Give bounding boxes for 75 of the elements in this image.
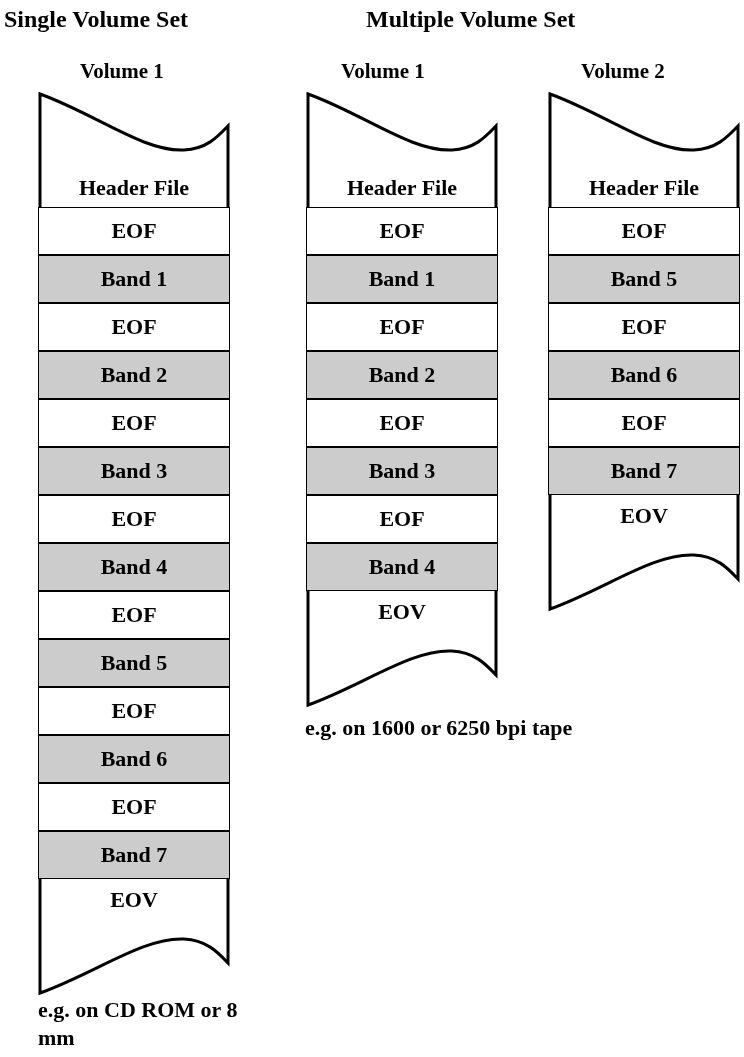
column-heading: Volume 1 [80, 58, 164, 85]
tape-end-segment [38, 879, 230, 995]
segment-label: Band 3 [368, 458, 436, 484]
file-mark-block [548, 399, 740, 447]
segment-label: EOV [377, 599, 427, 625]
file-mark-block [306, 303, 498, 351]
column-heading: Volume 2 [581, 58, 665, 85]
segment-label: EOF [621, 410, 667, 436]
segment-label: Header File [345, 175, 459, 201]
caption: e.g. on 1600 or 6250 bpi tape [305, 714, 573, 742]
segment-label: Band 1 [100, 266, 168, 292]
band-block [306, 255, 498, 303]
band-block [548, 351, 740, 399]
file-mark-block [306, 207, 498, 255]
tape-end-segment [306, 591, 498, 707]
segment-label: EOF [111, 506, 157, 532]
file-mark-block [548, 207, 740, 255]
tape-start-segment [548, 92, 740, 207]
band-block [38, 543, 230, 591]
segment-label: EOF [111, 218, 157, 244]
band-block [38, 255, 230, 303]
band-block [38, 639, 230, 687]
band-block [306, 447, 498, 495]
segment-label: Band 6 [610, 362, 678, 388]
segment-label: Band 4 [368, 554, 436, 580]
band-block [38, 831, 230, 879]
segment-label: Header File [587, 175, 701, 201]
segment-label: EOF [111, 410, 157, 436]
band-block [38, 735, 230, 783]
segment-label: Band 3 [100, 458, 168, 484]
band-block [548, 447, 740, 495]
column-heading: Volume 1 [341, 58, 425, 85]
tape-start-segment [306, 92, 498, 207]
file-mark-block [306, 399, 498, 447]
file-mark-block [306, 495, 498, 543]
segment-label: Header File [77, 175, 191, 201]
segment-label: EOF [379, 410, 425, 436]
band-block [306, 543, 498, 591]
segment-label: EOV [619, 503, 669, 529]
caption: e.g. on CD ROM or 8 mm [38, 996, 239, 1051]
file-mark-block [38, 591, 230, 639]
band-block [38, 351, 230, 399]
file-mark-block [38, 783, 230, 831]
tape-start-segment [38, 92, 230, 207]
segment-label: EOF [111, 794, 157, 820]
segment-label: Band 5 [100, 650, 168, 676]
segment-label: EOF [111, 698, 157, 724]
segment-label: EOF [621, 314, 667, 340]
segment-label: EOF [111, 314, 157, 340]
segment-label: EOF [379, 218, 425, 244]
segment-label: Band 7 [610, 458, 678, 484]
band-block [38, 447, 230, 495]
segment-label: Band 6 [100, 746, 168, 772]
heading: Multiple Volume Set [366, 5, 576, 34]
segment-label: EOF [379, 314, 425, 340]
file-mark-block [38, 399, 230, 447]
segment-label: EOV [109, 887, 159, 913]
segment-label: EOF [111, 602, 157, 628]
segment-label: EOF [379, 506, 425, 532]
heading: Single Volume Set [4, 5, 189, 34]
segment-label: Band 5 [610, 266, 678, 292]
file-mark-block [38, 303, 230, 351]
segment-label: Band 7 [100, 842, 168, 868]
file-mark-block [38, 495, 230, 543]
segment-label: Band 2 [368, 362, 436, 388]
band-block [548, 255, 740, 303]
file-mark-block [38, 687, 230, 735]
file-mark-block [38, 207, 230, 255]
tape-end-segment [548, 495, 740, 611]
segment-label: Band 2 [100, 362, 168, 388]
segment-label: Band 4 [100, 554, 168, 580]
segment-label: EOF [621, 218, 667, 244]
segment-label: Band 1 [368, 266, 436, 292]
band-block [306, 351, 498, 399]
file-mark-block [548, 303, 740, 351]
